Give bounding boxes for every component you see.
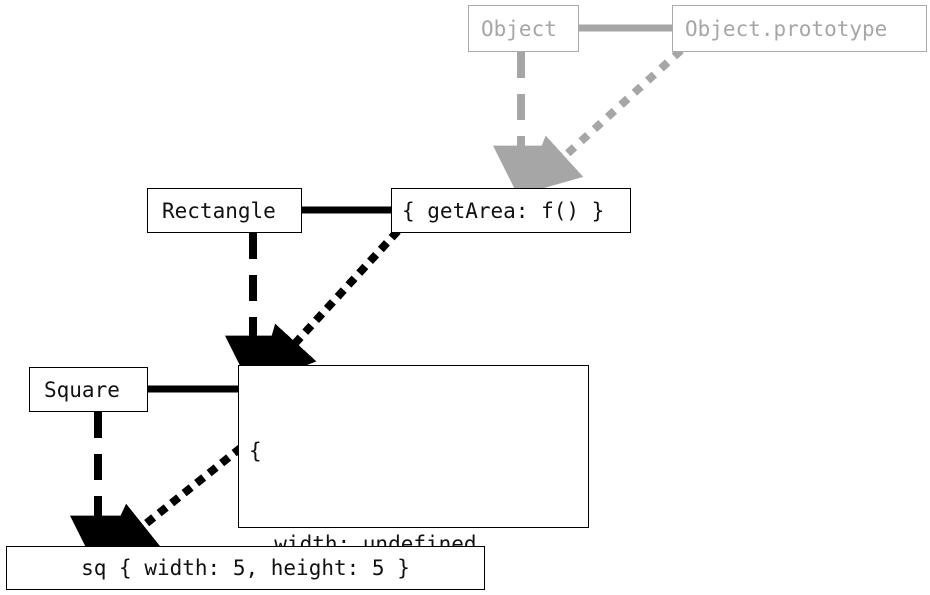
node-sq-instance[interactable]: sq { width: 5, height: 5 } — [6, 546, 485, 590]
edge-rectangle-prototype-proto-link — [258, 228, 401, 384]
edge-object-prototype-proto-link — [523, 47, 684, 194]
node-square[interactable]: Square — [29, 367, 148, 412]
node-rectangle[interactable]: Rectangle — [147, 188, 302, 233]
node-object-prototype-label: Object.prototype — [685, 16, 888, 41]
node-square-prototype-line-1: { — [249, 439, 262, 463]
node-object-prototype[interactable]: Object.prototype — [672, 5, 927, 52]
node-object[interactable]: Object — [468, 5, 579, 52]
node-object-label: Object — [481, 16, 557, 41]
edge-square-prototype-proto-link — [99, 444, 244, 561]
node-rectangle-label: Rectangle — [162, 198, 276, 223]
node-rectangle-prototype-label: { getArea: f() } — [402, 198, 605, 223]
node-square-prototype[interactable]: { width: undefined, Height: undefined, } — [238, 365, 589, 556]
node-square-label: Square — [44, 377, 120, 402]
node-sq-instance-label: sq { width: 5, height: 5 } — [81, 556, 410, 580]
node-rectangle-prototype[interactable]: { getArea: f() } — [391, 188, 631, 233]
